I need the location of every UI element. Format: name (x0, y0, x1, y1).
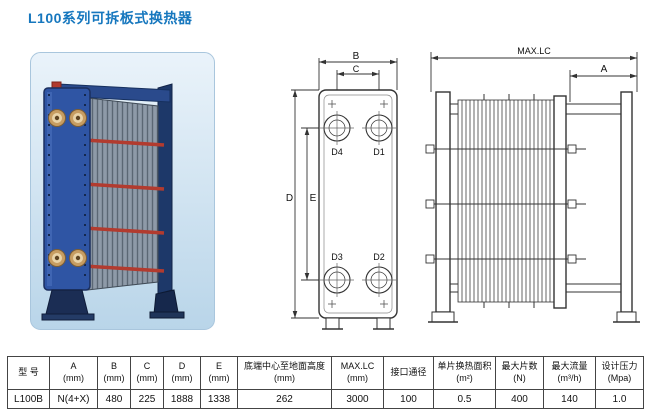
col-header-bottom-height: 底端中心至地面高度(mm) (237, 356, 332, 390)
col-header-dim-a: A(mm) (49, 356, 98, 390)
dim-label-c: C (353, 64, 360, 74)
cell-dim-a: N(4+X) (49, 389, 98, 409)
port-label-d1: D1 (373, 147, 385, 157)
page-title: L100系列可拆板式换热器 (28, 10, 193, 26)
dim-label-max-lc: MAX.LC (517, 46, 551, 56)
port-label-d2: D2 (373, 252, 385, 262)
dim-label-d: D (286, 193, 293, 204)
cell-dim-b: 480 (97, 389, 131, 409)
col-header-max-lc: MAX.LC(mm) (331, 356, 384, 390)
col-header-port-diameter: 接口通径 (383, 356, 434, 390)
col-header-dim-e: E(mm) (200, 356, 238, 390)
cell-port-diameter: 100 (383, 389, 434, 409)
cell-plate-area: 0.5 (433, 389, 496, 409)
product-photo (30, 52, 215, 330)
cell-max-plates: 400 (495, 389, 544, 409)
col-header-model: 型 号 (7, 356, 50, 390)
dim-label-e: E (310, 193, 317, 204)
port-nozzles (48, 109, 87, 267)
col-header-plate-area: 单片换热面积(m²) (433, 356, 496, 390)
port-label-d3: D3 (331, 252, 343, 262)
col-header-dim-d: D(mm) (163, 356, 201, 390)
col-header-max-plates: 最大片数(N) (495, 356, 544, 390)
spec-table: 型 号 A(mm) B(mm) C(mm) D(mm) E(mm) 底端中心至地… (7, 356, 644, 409)
side-view-drawing: MAX.LC A (425, 46, 640, 323)
cell-model: L100B (7, 389, 50, 409)
heat-exchanger-image (41, 81, 185, 321)
col-header-dim-c: C(mm) (130, 356, 164, 390)
cell-max-flow: 140 (543, 389, 596, 409)
col-header-dim-b: B(mm) (97, 356, 131, 390)
col-header-max-flow: 最大流量(m³/h) (543, 356, 596, 390)
cell-dim-d: 1888 (163, 389, 201, 409)
front-view-drawing: B C D E D4 D1 D3 D2 (286, 51, 398, 330)
table-row: L100B N(4+X) 480 225 1888 1338 262 3000 … (7, 389, 644, 409)
cell-dim-c: 225 (130, 389, 164, 409)
dim-label-b: B (353, 51, 360, 62)
port-label-d4: D4 (331, 147, 343, 157)
cell-dim-e: 1338 (200, 389, 238, 409)
header-row: 型 号 A(mm) B(mm) C(mm) D(mm) E(mm) 底端中心至地… (7, 356, 644, 390)
cell-design-pressure: 1.0 (595, 389, 644, 409)
cell-max-lc: 3000 (331, 389, 384, 409)
dim-label-a: A (601, 64, 608, 75)
cell-bottom-height: 262 (237, 389, 332, 409)
col-header-design-pressure: 设计压力(Mpa) (595, 356, 644, 390)
